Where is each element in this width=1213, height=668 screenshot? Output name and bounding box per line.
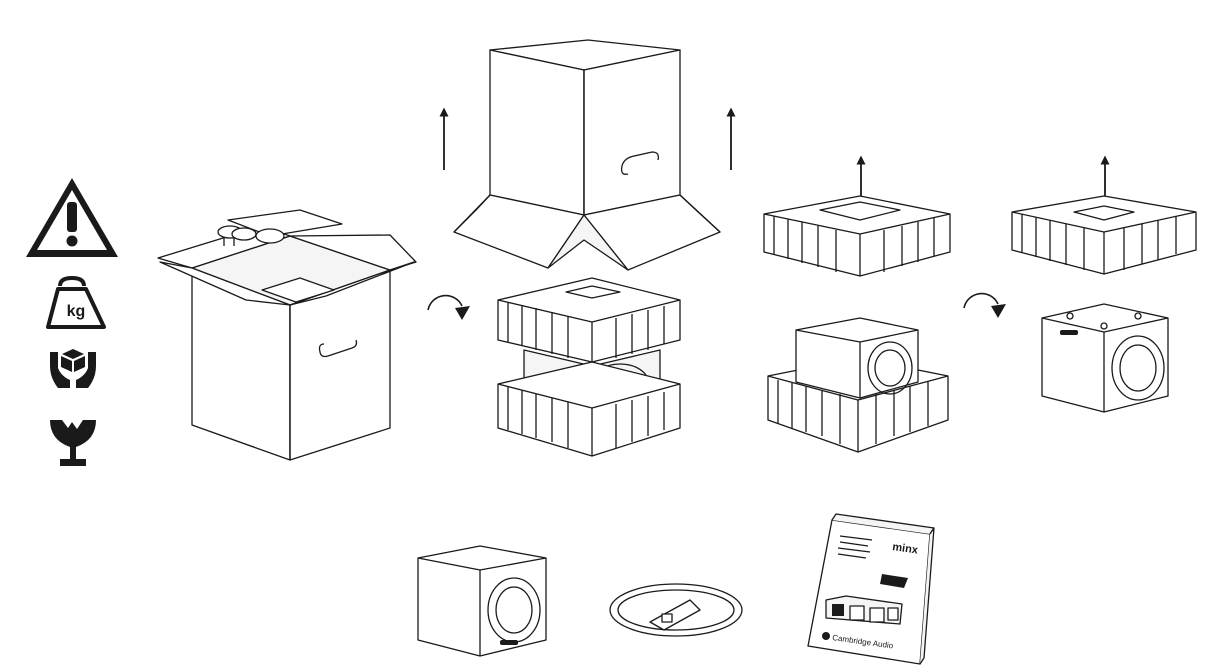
lifted-top-foam <box>763 195 951 277</box>
lifted-outer-carton <box>453 39 721 271</box>
fragile-glass-icon <box>50 420 96 466</box>
handle-with-care-icon <box>50 349 96 388</box>
heavy-weight-icon: kg <box>46 276 106 329</box>
foam-packed-subwoofer <box>497 277 681 457</box>
brand-logo-icon <box>822 632 830 640</box>
subwoofer-unit <box>417 545 547 657</box>
open-carton <box>157 209 417 461</box>
weight-label: kg <box>67 303 86 320</box>
unpacked-subwoofer <box>1041 303 1169 413</box>
rotate-arrow-1 <box>427 294 470 320</box>
manual-brand: minx <box>892 541 920 557</box>
rotate-arrow-2 <box>963 292 1006 318</box>
subwoofer-on-bottom-foam <box>767 317 949 453</box>
lifted-second-foam <box>1011 195 1197 275</box>
user-manual <box>807 513 935 665</box>
warning-triangle-icon <box>26 178 118 257</box>
power-cable <box>609 583 743 637</box>
